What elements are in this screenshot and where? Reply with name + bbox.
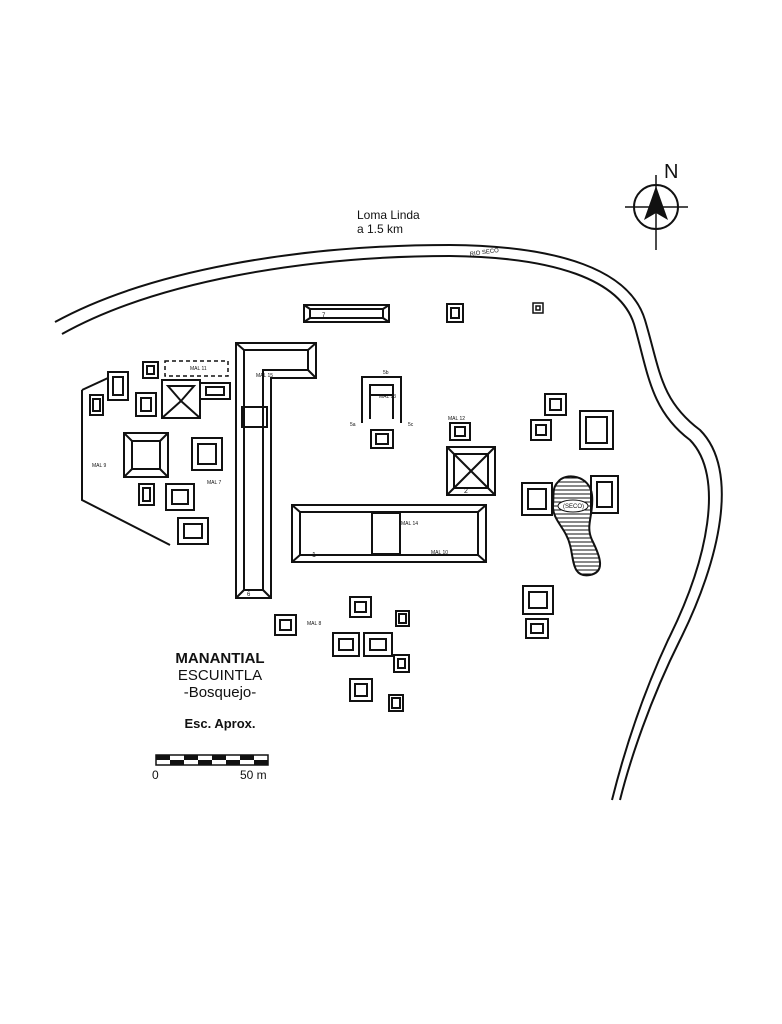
structure-label: MAL 13	[379, 394, 396, 400]
scale-caption: Esc. Aprox.	[184, 716, 256, 731]
structure-label: 5c	[408, 422, 414, 428]
north-arrow-icon: N	[625, 161, 688, 250]
mound-1	[291, 504, 487, 563]
river	[54, 243, 723, 801]
scale-bar	[155, 754, 269, 766]
mound-6-long	[235, 342, 317, 599]
mound-label: 7	[322, 313, 326, 319]
north-label: N	[664, 161, 678, 183]
structure-label: MAL 7	[207, 480, 221, 486]
map-legend: MANANTIAL ESCUINTLA -Bosquejo- Esc. Apro…	[150, 650, 290, 732]
structure-label: 5a	[350, 422, 356, 428]
dashed-structure	[164, 360, 229, 377]
structure-label: MAL 9	[92, 463, 106, 469]
east-group	[521, 393, 619, 516]
structure-label: MAL 11	[190, 366, 207, 372]
mound-label: 2	[464, 488, 468, 495]
structure-label: MAL 12	[448, 416, 465, 422]
west-group	[81, 361, 231, 546]
structure-label: MAL 15	[256, 373, 273, 379]
structure-label: MAL 10	[431, 550, 448, 556]
structure-label: MAL 8	[307, 621, 321, 627]
river-label: RIO SECO	[469, 248, 499, 258]
scale-end: 50 m	[240, 768, 267, 782]
dry-pond	[551, 475, 601, 577]
destination-distance: a 1.5 km	[357, 222, 403, 236]
mound-7	[303, 304, 390, 323]
mound-2	[446, 446, 496, 496]
map-subtitle2: -Bosquejo-	[183, 684, 257, 701]
map-subtitle: ESCUINTLA	[177, 667, 263, 684]
destination-name: Loma Linda	[357, 208, 420, 222]
pond-label: (SECO)	[563, 504, 584, 510]
south-group	[274, 585, 554, 712]
mound-label: 6	[247, 592, 251, 598]
mound-8	[446, 303, 464, 323]
mound-small-ne	[532, 302, 544, 314]
scale-start: 0	[152, 768, 159, 782]
mound-5-group	[361, 376, 471, 449]
structure-label: MAL 14	[401, 521, 418, 527]
mound-label: 1	[312, 552, 316, 559]
map-title: MANANTIAL	[175, 650, 265, 667]
structure-label: 5b	[383, 370, 389, 376]
